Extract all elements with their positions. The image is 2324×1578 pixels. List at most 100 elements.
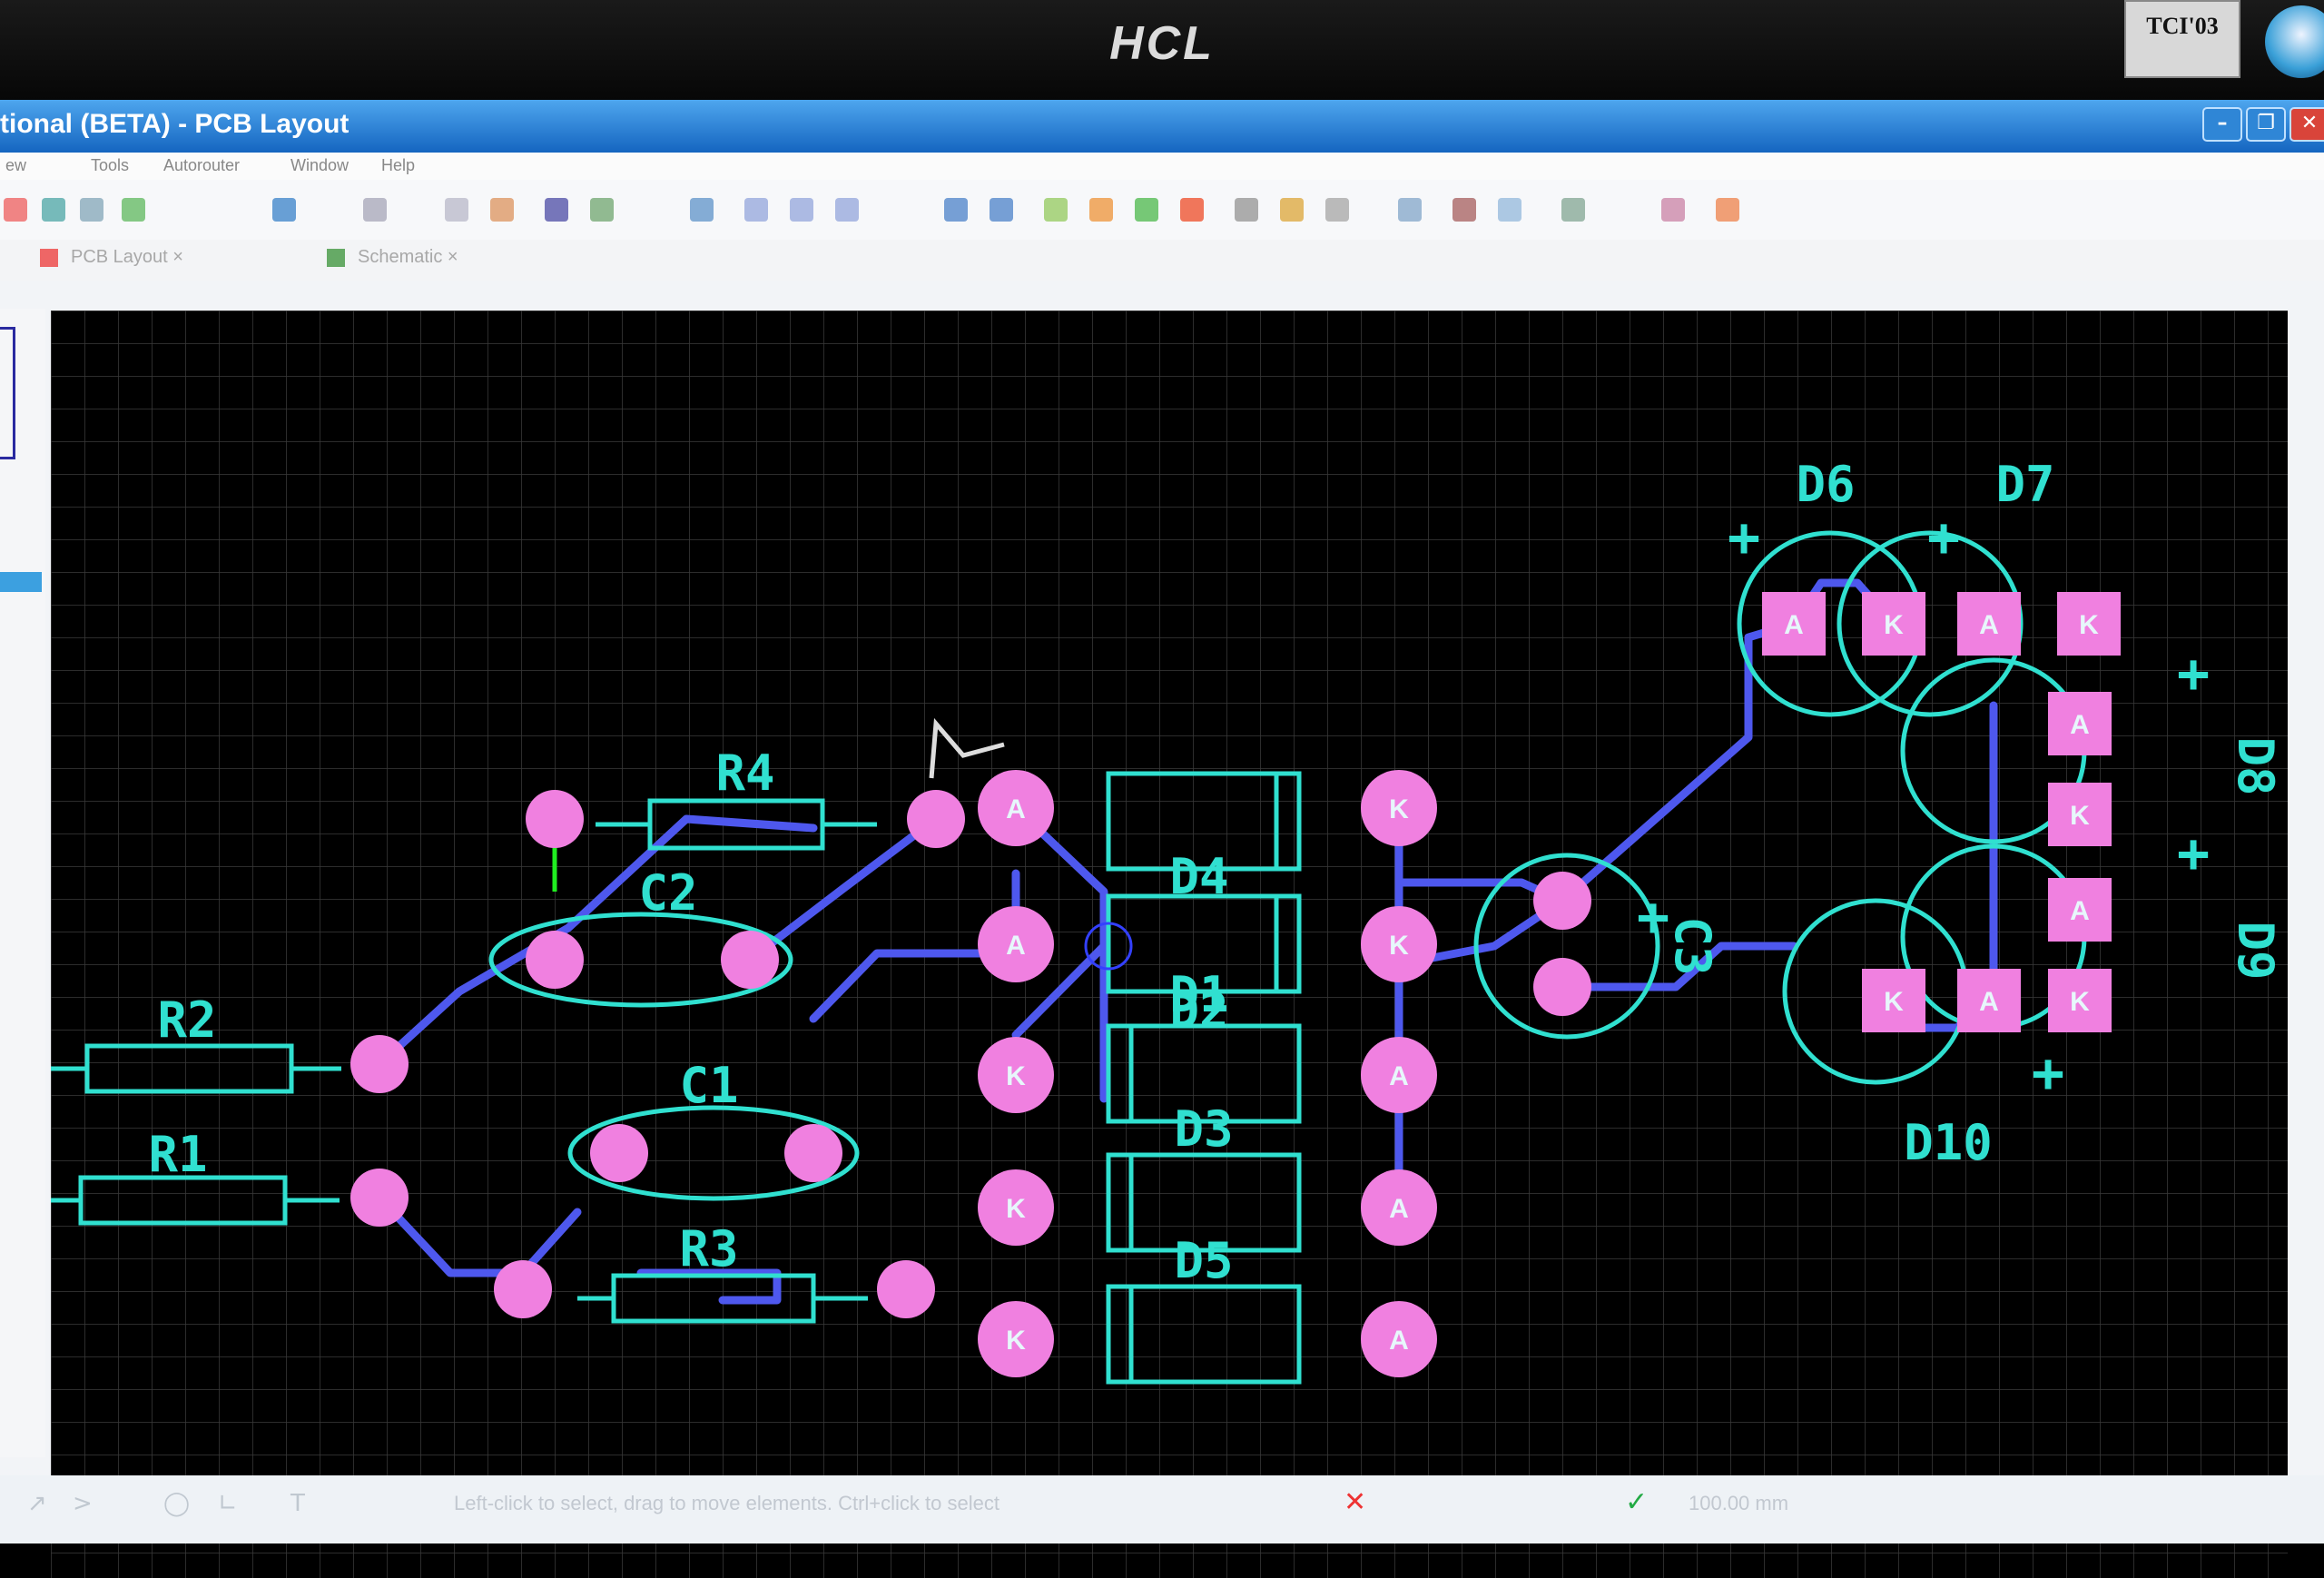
pad-label: K: [1389, 794, 1409, 824]
autoroute-icon[interactable]: [1661, 198, 1685, 222]
c2-pad-2[interactable]: [721, 931, 779, 989]
document-tabs: PCB Layout × Schematic ×: [0, 240, 2324, 281]
search-icon[interactable]: [1235, 198, 1258, 222]
drc-icon[interactable]: [1135, 198, 1158, 222]
d1-cathode-pad[interactable]: [1361, 906, 1437, 982]
delete-icon[interactable]: [1180, 198, 1204, 222]
d1-anode-pad[interactable]: [978, 906, 1054, 982]
menu-item-autorouter[interactable]: Autorouter: [163, 156, 241, 174]
snap-icon[interactable]: [590, 198, 614, 222]
r3-pad-1[interactable]: [494, 1260, 552, 1318]
c1-pad-1[interactable]: [590, 1124, 648, 1182]
close-button[interactable]: ✕: [2290, 107, 2324, 142]
move-icon[interactable]: [690, 198, 714, 222]
text-tool-icon[interactable]: T: [290, 1490, 305, 1517]
pad-label: K: [1006, 1194, 1026, 1224]
ok-check-icon[interactable]: ✓: [1625, 1486, 1649, 1518]
panel-selection[interactable]: [0, 572, 42, 592]
copy-icon[interactable]: [445, 198, 468, 222]
d4-anode-pad[interactable]: [978, 770, 1054, 846]
zoom-in-icon[interactable]: [744, 198, 768, 222]
open-icon[interactable]: [42, 198, 65, 222]
panel-tab[interactable]: [0, 327, 15, 459]
pcb-canvas[interactable]: A A K K K K K A A A A K A K A K A K K A …: [51, 311, 2288, 1578]
paste-icon[interactable]: [490, 198, 514, 222]
export-icon[interactable]: [1716, 198, 1739, 222]
d7-anode-pad[interactable]: [1957, 592, 2021, 656]
arrow-tool-icon[interactable]: >: [73, 1490, 93, 1517]
grid-icon[interactable]: [545, 198, 568, 222]
via-marker: [1084, 922, 1133, 971]
pad-label: K: [2079, 610, 2099, 640]
c1-pad-2[interactable]: [784, 1124, 842, 1182]
layer-view-icon[interactable]: [1498, 198, 1521, 222]
tab-schematic[interactable]: Schematic ×: [327, 247, 458, 276]
measure-icon[interactable]: [1325, 198, 1349, 222]
menu-item-view[interactable]: ew: [5, 156, 27, 174]
line-tool-icon[interactable]: ∟: [218, 1490, 238, 1517]
zoom-out-icon[interactable]: [790, 198, 813, 222]
tab-pcb-layout[interactable]: PCB Layout ×: [40, 247, 183, 276]
d2-cathode-pad[interactable]: [978, 1037, 1054, 1113]
d7-cathode-pad[interactable]: [2057, 592, 2121, 656]
d10-anode-pad[interactable]: [1957, 969, 2021, 1032]
maximize-button[interactable]: ❐: [2246, 107, 2286, 142]
d3-anode-pad[interactable]: [1361, 1169, 1437, 1246]
save-icon[interactable]: [80, 198, 103, 222]
circle-tool-icon[interactable]: ◯: [163, 1490, 191, 1517]
d7-polarity-mark: +: [1927, 506, 1960, 569]
d6-cathode-pad[interactable]: [1862, 592, 1925, 656]
label-d3: D3: [1174, 1100, 1233, 1158]
schematic-document-icon: [327, 248, 345, 267]
r1-pad-2[interactable]: [350, 1169, 409, 1227]
d5-anode-pad[interactable]: [1361, 1301, 1437, 1377]
c3-pad-plus[interactable]: [1533, 872, 1591, 930]
c2-pad-1[interactable]: [526, 931, 584, 989]
cut-icon[interactable]: [363, 198, 387, 222]
d6-anode-pad[interactable]: [1762, 592, 1826, 656]
c3-pad-minus[interactable]: [1533, 958, 1591, 1016]
pad-label: K: [1006, 1326, 1026, 1356]
d8-anode-pad[interactable]: [2048, 692, 2112, 755]
refresh-icon[interactable]: [272, 198, 296, 222]
r4-pad-2[interactable]: [907, 790, 965, 848]
d9-anode-pad[interactable]: [2048, 878, 2112, 942]
zoom-fit-icon[interactable]: [835, 198, 859, 222]
d8-cathode-pad[interactable]: [2048, 783, 2112, 846]
minimize-button[interactable]: –: [2202, 107, 2242, 142]
select-tool-icon[interactable]: ↗: [27, 1490, 47, 1517]
title-bar: tional (BETA) - PCB Layout – ❐ ✕: [0, 100, 2324, 153]
pad-label: K: [1884, 610, 1904, 640]
brush-icon[interactable]: [1280, 198, 1304, 222]
menu-item-window[interactable]: Window: [290, 156, 350, 174]
menu-item-tools[interactable]: Tools: [91, 156, 130, 174]
d3-cathode-pad[interactable]: [978, 1169, 1054, 1246]
r4-pad-1[interactable]: [526, 790, 584, 848]
app-window: tional (BETA) - PCB Layout – ❐ ✕ ew Tool…: [0, 100, 2324, 1578]
new-icon[interactable]: [4, 198, 27, 222]
menu-item-help[interactable]: Help: [381, 156, 416, 174]
redo-icon[interactable]: [990, 198, 1013, 222]
route-icon[interactable]: [1089, 198, 1113, 222]
error-icon[interactable]: ✕: [1344, 1486, 1367, 1518]
r2-pad-2[interactable]: [350, 1035, 409, 1093]
layer-bottom-icon[interactable]: [1452, 198, 1476, 222]
d8-polarity-mark: +: [2177, 642, 2210, 705]
menu-bar: ew Tools Autorouter Window Help: [0, 153, 2324, 180]
d10-cathode-pad[interactable]: [1862, 969, 1925, 1032]
component-icon[interactable]: [1044, 198, 1068, 222]
print-icon[interactable]: [122, 198, 145, 222]
d9-cathode-pad[interactable]: [2048, 969, 2112, 1032]
d5-cathode-pad[interactable]: [978, 1301, 1054, 1377]
windows-orb-icon[interactable]: [2265, 5, 2324, 78]
layer-top-icon[interactable]: [1398, 198, 1422, 222]
undo-icon[interactable]: [944, 198, 968, 222]
r3-pad-2[interactable]: [877, 1260, 935, 1318]
label-r1: R1: [148, 1126, 207, 1183]
d5-body: [1106, 1284, 1302, 1385]
library-icon[interactable]: [1561, 198, 1585, 222]
d4-cathode-pad[interactable]: [1361, 770, 1437, 846]
d2-anode-pad[interactable]: [1361, 1037, 1437, 1113]
pad-label: A: [1389, 1061, 1409, 1091]
trace-r1-r3: [375, 1193, 582, 1277]
